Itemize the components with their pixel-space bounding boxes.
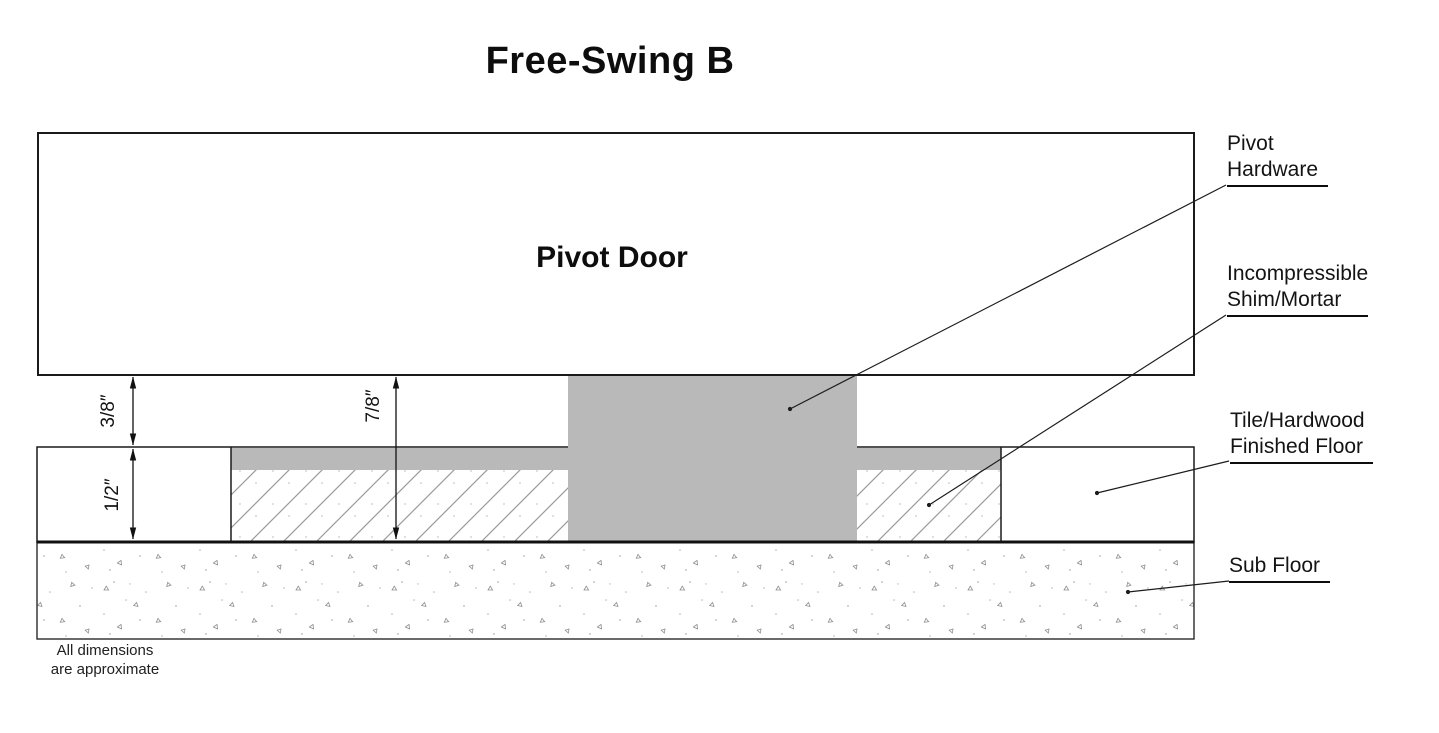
callout-finished-floor-line2: Finished Floor <box>1230 434 1374 464</box>
subfloor-slab <box>36 541 1195 640</box>
leader-end-dots <box>787 406 1131 595</box>
leader-lines <box>789 184 1230 593</box>
callout-sub-floor: Sub Floor <box>1229 553 1331 583</box>
callout-shim-mortar-line1: Incompressible <box>1227 262 1369 285</box>
callout-shim-mortar-line2: Shim/Mortar <box>1227 287 1369 317</box>
dimensions-note: All dimensions are approximate <box>15 641 195 679</box>
dimensions-note-line1: All dimensions <box>56 642 154 659</box>
leader-sub-floor <box>1127 580 1230 593</box>
mortar-hatch-left <box>231 470 568 541</box>
callout-shim-mortar: Incompressible Shim/Mortar <box>1227 261 1369 317</box>
leader-shim-mortar <box>928 314 1227 506</box>
dim-label-3-8: 3/8″ <box>98 394 119 428</box>
callout-pivot-hardware: Pivot Hardware <box>1227 131 1329 187</box>
dim-label-1-2: 1/2″ <box>102 478 123 512</box>
callout-pivot-hardware-line1: Pivot <box>1227 132 1274 155</box>
pivot-hardware-block <box>568 376 857 542</box>
callout-pivot-hardware-line2: Hardware <box>1227 157 1329 187</box>
callout-finished-floor-line1: Tile/Hardwood <box>1230 409 1365 432</box>
pivot-door-label: Pivot Door <box>536 241 688 274</box>
page-title: Free-Swing B <box>485 40 735 82</box>
callout-finished-floor: Tile/Hardwood Finished Floor <box>1230 408 1374 464</box>
leader-pivot-hardware <box>789 184 1227 410</box>
callout-sub-floor-line1: Sub Floor <box>1229 553 1331 583</box>
pivot-door-outline <box>37 132 1195 376</box>
dimensions-note-line2: are approximate <box>50 661 160 678</box>
dim-label-7-8: 7/8″ <box>363 389 384 423</box>
leader-finished-floor <box>1096 460 1230 494</box>
